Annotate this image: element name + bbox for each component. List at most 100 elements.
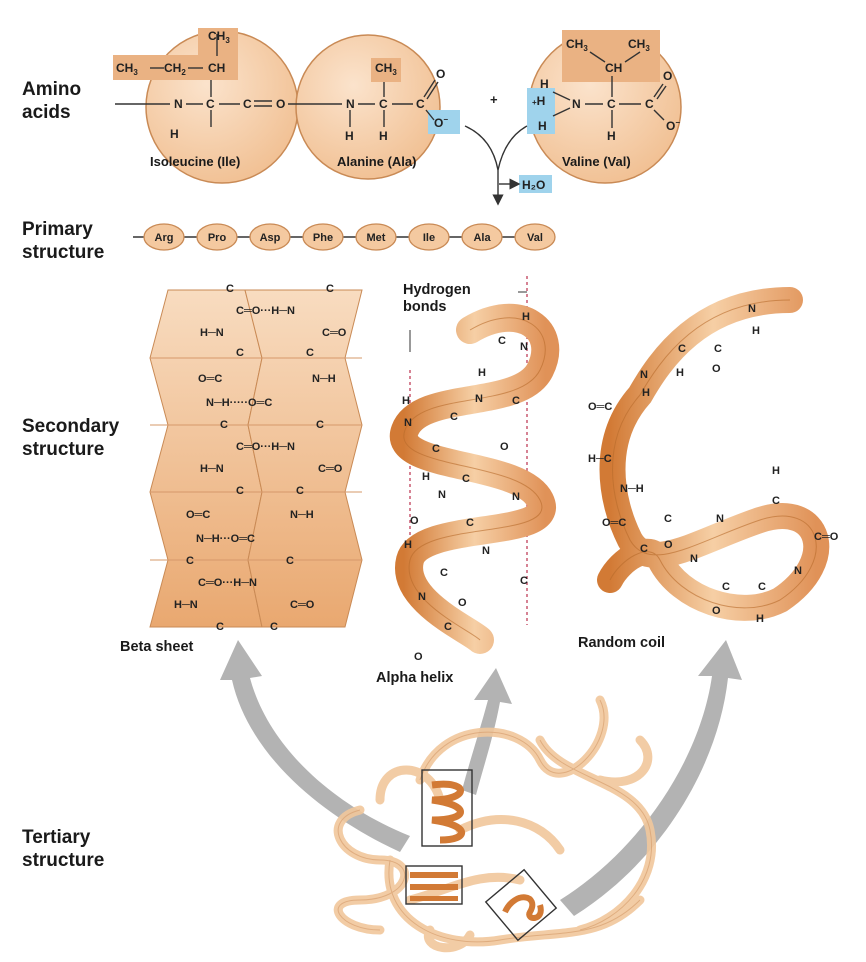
alanine-name: Alanine (Ala) [337, 154, 416, 169]
svg-text:H: H [422, 471, 430, 483]
svg-text:C: C [640, 543, 648, 555]
water-label: H₂O [522, 178, 545, 192]
svg-text:C: C [645, 97, 654, 111]
svg-text:C: C [772, 495, 780, 507]
svg-text:H: H [404, 539, 412, 551]
svg-text:C: C [226, 283, 234, 295]
svg-text:C═O: C═O [814, 531, 839, 543]
svg-text:C: C [520, 575, 528, 587]
svg-text:H─N: H─N [200, 327, 224, 339]
svg-text:H: H [379, 129, 388, 143]
svg-text:H─N: H─N [200, 463, 224, 475]
svg-text:H: H [607, 129, 616, 143]
primary-residue-ala: Ala [462, 224, 502, 250]
svg-text:C: C [296, 485, 304, 497]
svg-text:H: H [540, 77, 549, 91]
svg-text:H: H [642, 387, 650, 399]
svg-text:H: H [756, 613, 764, 625]
svg-text:H: H [772, 465, 780, 477]
svg-text:C: C [220, 419, 228, 431]
primary-residue-label: Asp [260, 232, 281, 244]
svg-text:C: C [498, 335, 506, 347]
svg-text:H: H [478, 367, 486, 379]
svg-text:CH: CH [208, 61, 225, 75]
amino-acids-section: CH3 CH3 CH2 CH N C C O H CH3 N C C O H H… [113, 28, 681, 200]
svg-text:N: N [438, 489, 446, 501]
svg-text:O: O [436, 67, 445, 81]
primary-residue-label: Arg [155, 232, 174, 244]
svg-text:H─N: H─N [174, 599, 198, 611]
svg-text:C: C [216, 621, 224, 633]
svg-text:C═O···H─N: C═O···H─N [198, 577, 257, 589]
svg-text:O: O [410, 515, 419, 527]
svg-text:C: C [236, 347, 244, 359]
svg-text:C: C [758, 581, 766, 593]
svg-text:N─H·····O═C: N─H·····O═C [206, 397, 272, 409]
svg-text:O: O [663, 69, 672, 83]
svg-text:C: C [379, 97, 388, 111]
svg-text:H: H [402, 395, 410, 407]
svg-text:N─H: N─H [312, 373, 336, 385]
primary-residue-label: Phe [313, 232, 333, 244]
svg-text:C: C [186, 555, 194, 567]
svg-text:N: N [748, 303, 756, 315]
primary-residue-label: Ala [473, 232, 491, 244]
primary-residue-ile: Ile [409, 224, 449, 250]
primary-residue-label: Pro [208, 232, 227, 244]
svg-text:N: N [690, 553, 698, 565]
svg-text:N: N [404, 417, 412, 429]
svg-text:N: N [572, 97, 581, 111]
plus-sign: + [490, 92, 498, 107]
svg-text:C: C [432, 443, 440, 455]
valine-name: Valine (Val) [562, 154, 631, 169]
svg-text:C: C [450, 411, 458, 423]
svg-text:C: C [316, 419, 324, 431]
svg-text:H: H [752, 325, 760, 337]
primary-residue-label: Val [527, 232, 543, 244]
svg-text:O: O [414, 651, 423, 663]
svg-text:O: O [664, 539, 673, 551]
svg-text:N: N [346, 97, 355, 111]
primary-residue-pro: Pro [197, 224, 237, 250]
svg-text:O: O [712, 363, 721, 375]
svg-text:H─C: H─C [588, 453, 612, 465]
svg-text:O═C: O═C [588, 401, 612, 413]
svg-text:O: O [500, 441, 509, 453]
svg-text:C: C [466, 517, 474, 529]
svg-text:N: N [475, 393, 483, 405]
primary-structure-chain: Arg Pro Asp Phe Met Ile Ala Val [133, 224, 555, 250]
condensation-arrow-left [465, 126, 498, 170]
svg-text:C: C [326, 283, 334, 295]
svg-text:N: N [418, 591, 426, 603]
svg-text:C═O: C═O [290, 599, 315, 611]
primary-residue-met: Met [356, 224, 396, 250]
svg-text:O: O [712, 605, 721, 617]
tertiary-structure [220, 640, 742, 948]
svg-text:C: C [206, 97, 215, 111]
svg-text:N─H: N─H [290, 509, 314, 521]
svg-text:C: C [270, 621, 278, 633]
svg-text:O: O [458, 597, 467, 609]
svg-text:N─H···O═C: N─H···O═C [196, 533, 255, 545]
svg-text:N: N [482, 545, 490, 557]
svg-text:N: N [520, 341, 528, 353]
svg-text:C: C [512, 395, 520, 407]
svg-text:N: N [512, 491, 520, 503]
svg-text:N─H: N─H [620, 483, 644, 495]
svg-text:H: H [538, 119, 547, 133]
primary-residue-label: Met [367, 232, 386, 244]
svg-text:N: N [794, 565, 802, 577]
svg-text:H: H [345, 129, 354, 143]
svg-text:C: C [664, 513, 672, 525]
isoleucine-name: Isoleucine (Ile) [150, 154, 240, 169]
svg-text:N: N [716, 513, 724, 525]
svg-text:C═O: C═O [318, 463, 343, 475]
svg-text:C: C [286, 555, 294, 567]
svg-text:O═C: O═C [198, 373, 222, 385]
beta-sheet-arrow [220, 640, 410, 852]
beta-strand-right [245, 290, 362, 627]
svg-text:CH: CH [605, 61, 622, 75]
svg-text:C═O: C═O [322, 327, 347, 339]
